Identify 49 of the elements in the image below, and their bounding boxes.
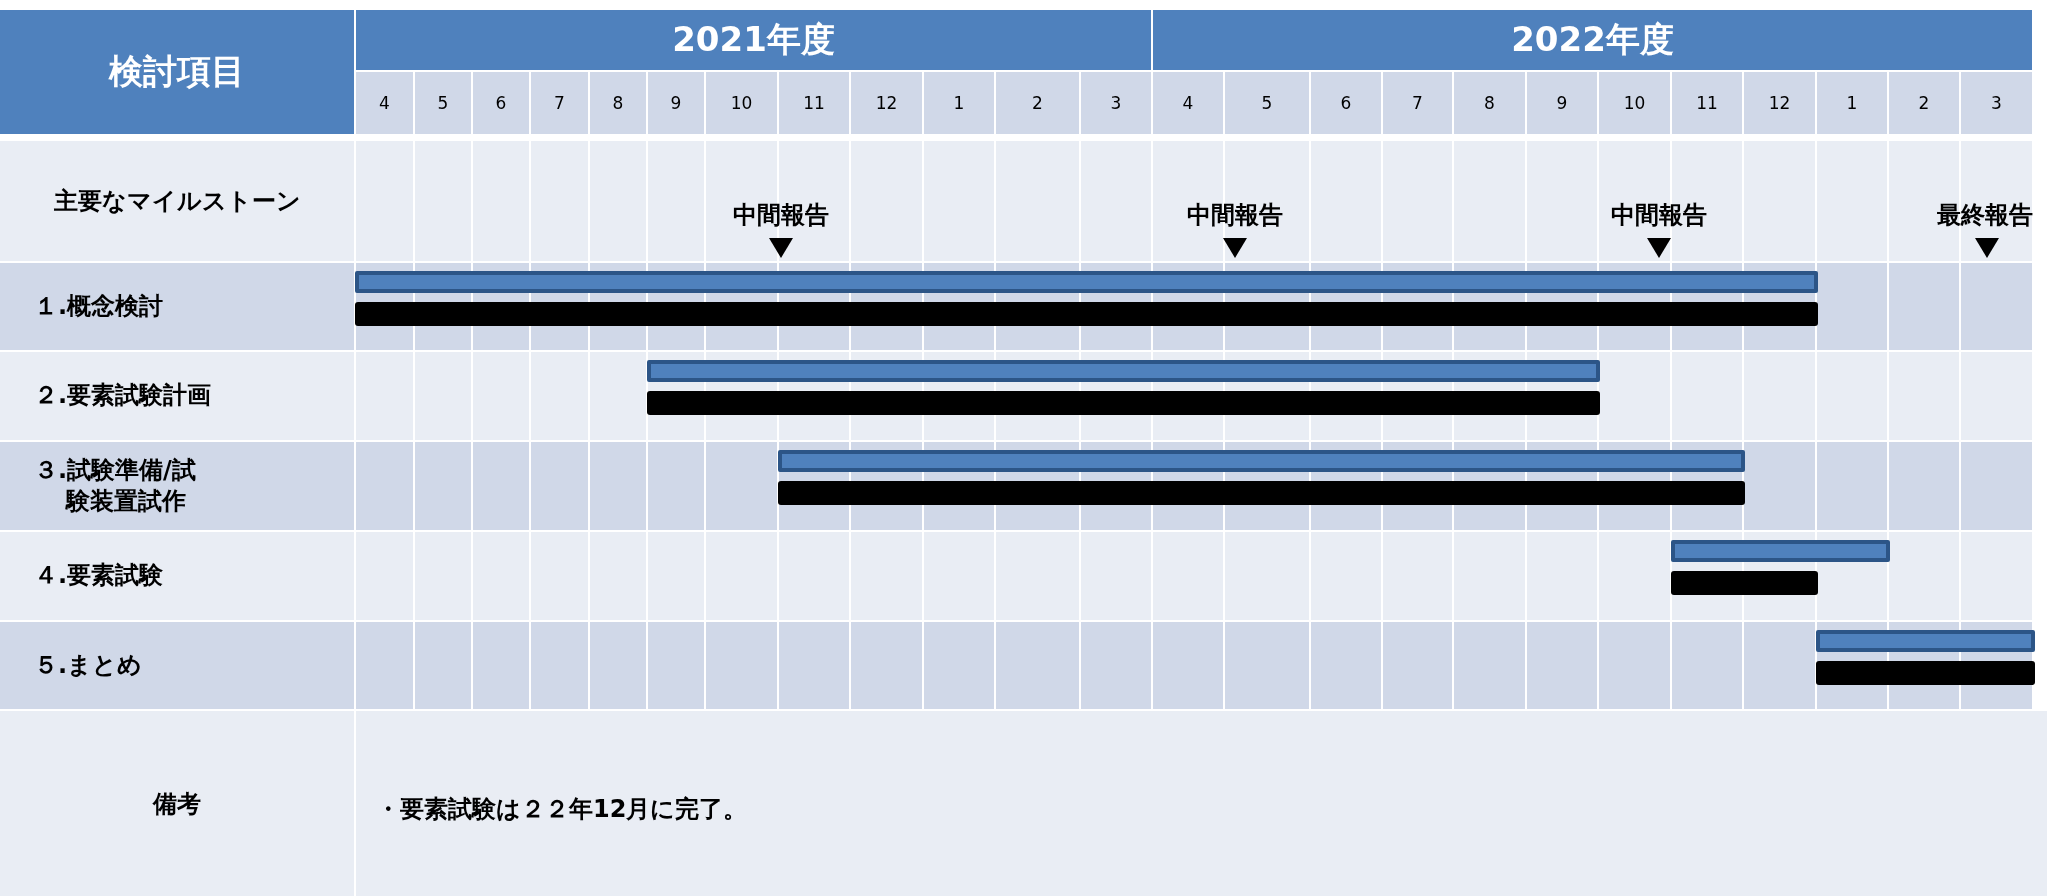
row-header: 主要なマイルストーン [0, 141, 354, 261]
month-header: 8 [590, 72, 646, 134]
month-header: 7 [1383, 72, 1452, 134]
actual-bar [647, 391, 1600, 415]
month-header: 5 [1225, 72, 1309, 134]
month-header: 5 [415, 72, 471, 134]
month-header: 8 [1454, 72, 1525, 134]
note-text: ・要素試験は２２年12月に完了。 [376, 794, 748, 825]
row-header: 備考 [0, 711, 354, 896]
actual-bar [355, 302, 1818, 326]
month-header: 12 [1744, 72, 1815, 134]
milestone-label: 中間報告 [732, 200, 830, 231]
plan-bar [778, 450, 1745, 472]
actual-bar [1671, 571, 1818, 595]
month-header: 3 [1961, 72, 2032, 134]
year-header: 2022年度 [1153, 10, 2032, 70]
year-header: 2021年度 [356, 10, 1151, 70]
row-header: ３.試験準備/試験装置試作 [0, 442, 354, 530]
plan-bar [355, 271, 1818, 293]
month-header: 12 [851, 72, 922, 134]
row-header: ２.要素試験計画 [0, 352, 354, 440]
month-header: 1 [924, 72, 994, 134]
month-header: 9 [648, 72, 704, 134]
milestone-label: 中間報告 [1186, 200, 1284, 231]
month-header: 3 [1081, 72, 1151, 134]
plan-bar [647, 360, 1600, 382]
month-header: 2 [996, 72, 1079, 134]
month-header: 4 [356, 72, 413, 134]
month-header: 6 [1311, 72, 1381, 134]
month-header: 10 [1599, 72, 1670, 134]
month-header: 11 [779, 72, 849, 134]
row-header: ４.要素試験 [0, 532, 354, 620]
plan-bar [1816, 630, 2035, 652]
month-header: 7 [531, 72, 588, 134]
milestone-label: 最終報告 [1936, 200, 2034, 231]
plan-bar [1671, 540, 1890, 562]
actual-bar [1816, 661, 2035, 685]
column-header: 検討項目 [0, 10, 354, 134]
month-header: 6 [473, 72, 529, 134]
actual-bar [778, 481, 1745, 505]
month-header: 9 [1527, 72, 1597, 134]
row-header: １.概念検討 [0, 263, 354, 350]
milestone-label: 中間報告 [1610, 200, 1708, 231]
month-header: 2 [1889, 72, 1959, 134]
month-header: 11 [1672, 72, 1742, 134]
row-header: ５.まとめ [0, 622, 354, 709]
month-header: 4 [1153, 72, 1223, 134]
month-header: 10 [706, 72, 777, 134]
month-header: 1 [1817, 72, 1887, 134]
